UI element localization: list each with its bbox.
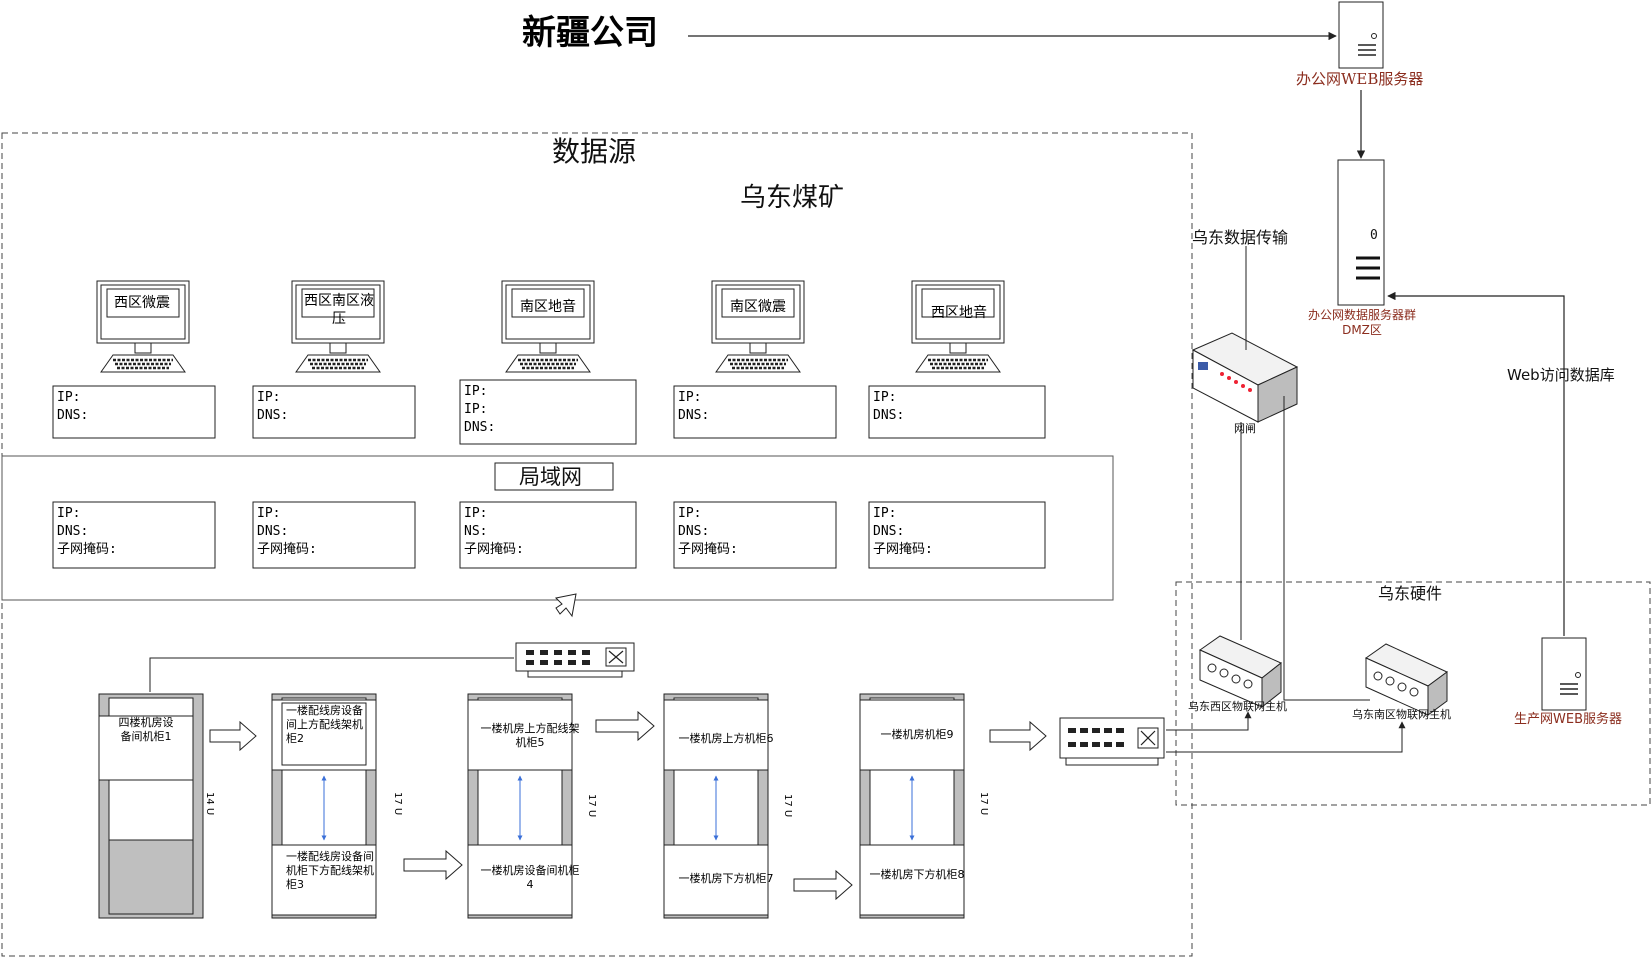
lan-info-1: IP: DNS: 子网掩码: <box>57 506 117 557</box>
pointer-icon <box>554 593 577 618</box>
web-db-label: Web访问数据库 <box>1507 366 1615 384</box>
cabinet-5 <box>859 693 965 919</box>
transfer-label: 乌东数据传输 <box>1192 228 1289 247</box>
west-host-label: 乌东西区物联网主机 <box>1188 700 1287 713</box>
lan-info-boxes <box>52 501 1046 569</box>
cabinet-2 <box>271 693 377 919</box>
office-web-server-label: 办公网WEB服务器 <box>1296 70 1424 88</box>
lan-info-2: IP: DNS: 子网掩码: <box>257 506 317 557</box>
cabinet-2-top-label: 一楼配线房设备 间上方配线架机 柜2 <box>286 704 363 745</box>
lan-info-4: IP: DNS: 子网掩码: <box>678 506 738 557</box>
computer-info-3: IP: IP: DNS: <box>464 384 496 435</box>
cabinet-3-top-label: 一楼机房上方配线架 机柜5 <box>480 722 580 749</box>
cabinet-2-u-label: 17 U <box>392 792 403 816</box>
cabinet-1-u-label: 14 U <box>204 792 215 816</box>
computer-screen-label-3: 南区地音 <box>520 299 576 315</box>
cabinet-5-u-label: 17 U <box>978 792 989 816</box>
computer-info-2: IP: DNS: <box>257 390 289 423</box>
office-db-cluster-icon <box>1337 159 1385 306</box>
office-web-server-icon <box>1338 1 1384 69</box>
gateway-icon <box>1191 332 1299 423</box>
cabinet-flow-arrows <box>209 710 1047 901</box>
gateway-label: 网闸 <box>1234 422 1256 435</box>
computer-screen-label-4: 南区微震 <box>730 299 786 315</box>
main-switch-icon <box>1059 717 1165 766</box>
hardware-title: 乌东硬件 <box>1378 584 1443 603</box>
company-title: 新疆公司 <box>522 13 658 53</box>
switch-to-west-host-arrow <box>1166 711 1252 731</box>
south-iot-host-icon <box>1364 643 1448 716</box>
cabinet-3-u-label: 17 U <box>586 794 597 818</box>
top-switch-to-cabinet1-line <box>149 657 514 692</box>
computer-info-boxes <box>52 379 1046 445</box>
cabinet-4-top-label: 一楼机房上方机柜6 <box>678 732 774 745</box>
computer-screen-label-2: 西区南区液 压 <box>304 293 374 327</box>
computer-icon <box>96 280 190 373</box>
cabinet-2-bottom-label: 一楼配线房设备间 机柜下方配线架机 柜3 <box>286 850 374 891</box>
cabinet-1-top-label: 四楼机房设 备间机柜1 <box>118 716 174 743</box>
cabinet-1 <box>98 693 204 919</box>
switch-to-south-host-arrow <box>1166 721 1406 753</box>
prod-to-cluster-arrow <box>1387 291 1565 636</box>
office-db-cluster-label: 办公网数据服务器群 DMZ区 <box>1307 308 1416 337</box>
computer-screen-label-1: 西区微震 <box>114 295 170 311</box>
computer-icon <box>291 280 385 373</box>
office-db-cluster-indicator: 0 <box>1370 228 1378 243</box>
west-iot-host-icon <box>1198 635 1282 709</box>
cabinet-4-u-label: 17 U <box>782 794 793 818</box>
top-switch-icon <box>515 642 635 678</box>
cabinet-5-top-label: 一楼机房机柜9 <box>880 728 954 741</box>
mine-subtitle: 乌东煤矿 <box>740 183 845 213</box>
computer-icon <box>711 280 805 373</box>
computer-info-1: IP: DNS: <box>57 390 89 423</box>
cabinet-5-bottom-label: 一楼机房下方机柜8 <box>869 868 965 881</box>
lan-title-box <box>494 462 614 491</box>
cabinet-4-bottom-label: 一楼机房下方机柜7 <box>678 872 774 885</box>
computer-icon <box>501 280 595 373</box>
computer-info-4: IP: DNS: <box>678 390 710 423</box>
lan-title: 局域网 <box>519 465 582 489</box>
computer-screen-label-5: 西区地音 <box>931 305 987 321</box>
lan-info-5: IP: DNS: 子网掩码: <box>873 506 933 557</box>
hardware-boundary <box>1175 581 1651 806</box>
computer-info-5: IP: DNS: <box>873 390 905 423</box>
cabinet-3 <box>467 693 573 919</box>
cluster-to-south-host-line <box>1283 396 1370 701</box>
cabinet-4 <box>663 693 769 919</box>
computer-icon <box>911 280 1005 373</box>
prod-web-server-icon <box>1541 637 1587 711</box>
data-source-title: 数据源 <box>552 135 637 168</box>
lan-info-3: IP: NS: 子网掩码: <box>464 506 524 557</box>
prod-server-label: 生产网WEB服务器 <box>1514 712 1622 727</box>
cabinet-3-bottom-label: 一楼机房设备间机柜 4 <box>480 864 580 891</box>
south-host-label: 乌东南区物联网主机 <box>1352 708 1451 721</box>
